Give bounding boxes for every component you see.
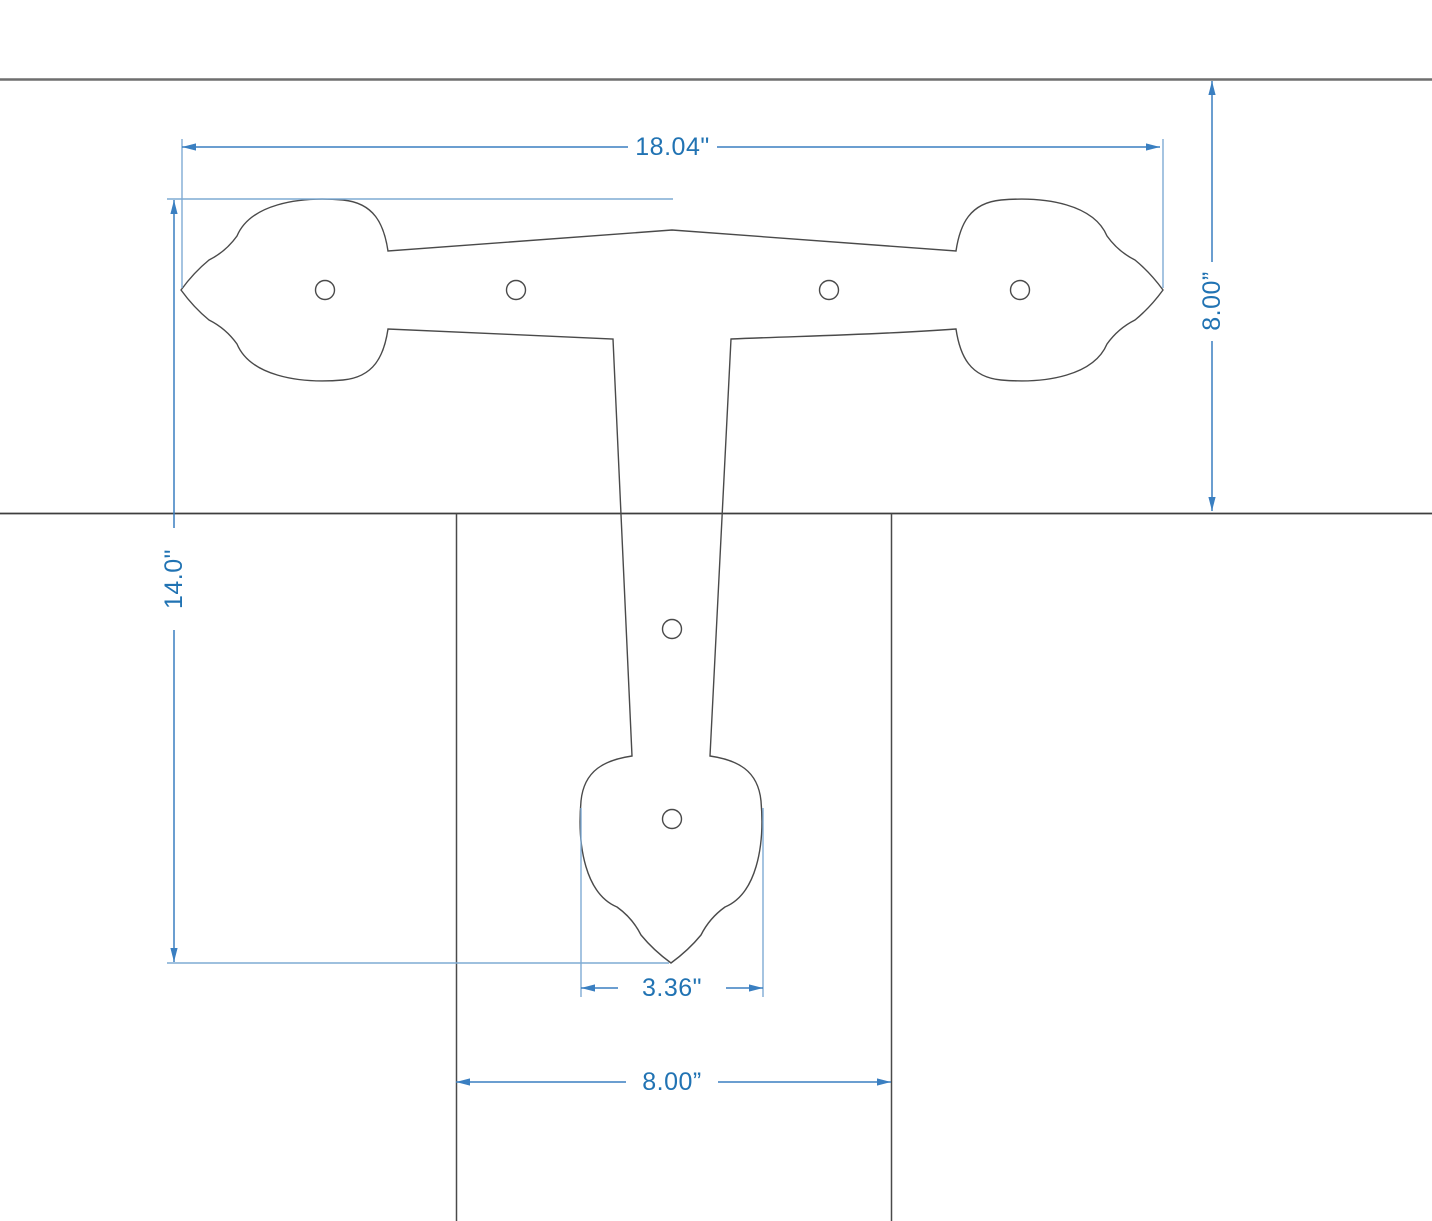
- arrowhead-right: [1146, 143, 1160, 151]
- dimension-finial-width: 3.36": [580, 808, 764, 1002]
- dimension-label-beam-height: 8.00”: [1198, 271, 1226, 330]
- dimension-label-finial-width: 3.36": [642, 974, 702, 1002]
- dimension-label-overall-width: 18.04": [635, 133, 709, 161]
- arrowhead-up: [170, 200, 178, 214]
- screw-hole: [661, 618, 683, 640]
- arrowhead-down: [1208, 497, 1216, 511]
- screw-hole: [661, 808, 683, 830]
- arrowhead-down: [170, 948, 178, 962]
- structure-lines: [0, 78, 1432, 1221]
- arrowhead-left: [456, 1078, 470, 1086]
- dimension-beam-height: 8.00”: [1198, 81, 1226, 511]
- arrowhead-left: [182, 143, 196, 151]
- arrowhead-up: [1208, 81, 1216, 95]
- dimension-post-width: 8.00”: [456, 1068, 891, 1096]
- dimension-bracket-overall-height: 14.0": [160, 198, 673, 964]
- bracket: [180, 198, 1164, 964]
- screw-hole: [314, 279, 336, 301]
- bracket-outline: [180, 198, 1164, 964]
- arrowhead-right: [749, 984, 763, 992]
- arrowhead-right: [877, 1078, 891, 1086]
- dimension-bracket-overall-width: 18.04": [181, 133, 1164, 288]
- screw-hole: [818, 279, 840, 301]
- dimension-label-post-width: 8.00”: [642, 1068, 701, 1096]
- screw-hole: [505, 279, 527, 301]
- screw-hole: [1009, 279, 1031, 301]
- dimension-label-overall-height: 14.0": [160, 549, 188, 609]
- arrowhead-left: [581, 984, 595, 992]
